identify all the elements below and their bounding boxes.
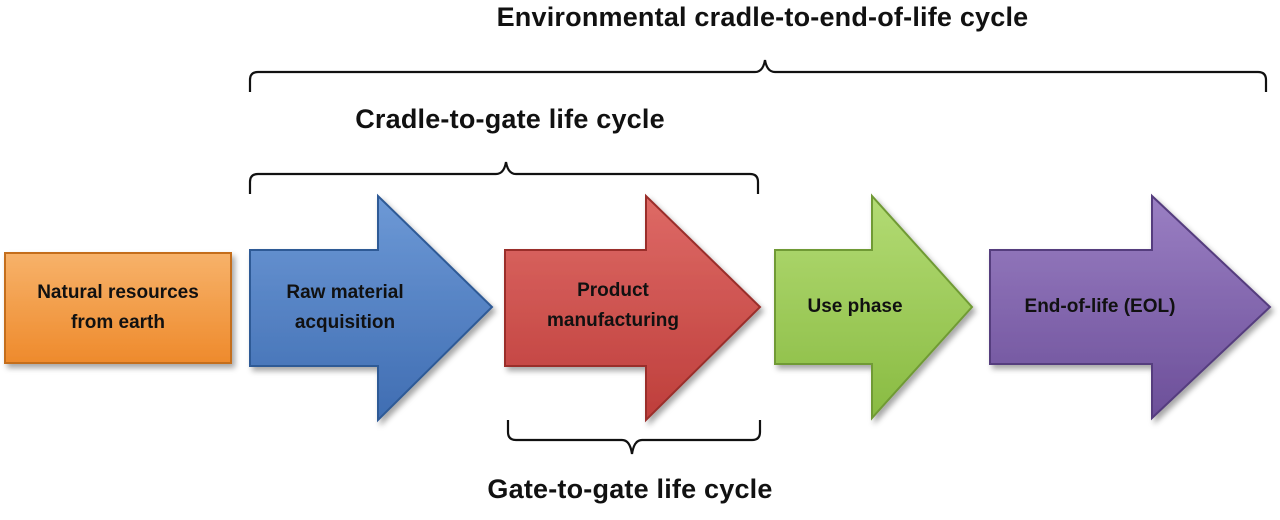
product-manufacturing-line2: manufacturing (547, 310, 679, 331)
gate-to-gate-label: Gate-to-gate life cycle (487, 474, 773, 504)
environmental-cycle-bracket (248, 59, 1268, 92)
natural-resources-line1: Natural resources (37, 282, 199, 303)
gate-to-gate-bracket (506, 420, 762, 455)
use-phase-arrow (774, 193, 974, 421)
use-phase-label: Use phase (775, 257, 935, 357)
raw-material-line1: Raw material (286, 282, 404, 303)
natural-resources-label: Natural resources from earth (5, 253, 231, 363)
raw-material-line2: acquisition (294, 312, 396, 333)
natural-resources-line2: from earth (71, 312, 165, 333)
environmental-cycle-label: Environmental cradle-to-end-of-life cycl… (496, 2, 1029, 32)
natural-resources-box (4, 252, 232, 364)
end-of-life-label: End-of-life (EOL) (990, 257, 1210, 357)
cradle-to-gate-bracket (248, 161, 760, 194)
raw-material-label: Raw material acquisition (250, 258, 440, 358)
raw-material-arrow (249, 193, 494, 423)
use-phase-line1: Use phase (807, 296, 903, 317)
end-of-life-line1: End-of-life (EOL) (1024, 296, 1176, 317)
product-manufacturing-label: Product manufacturing (505, 256, 721, 356)
product-manufacturing-arrow (504, 193, 762, 423)
cradle-to-gate-label: Cradle-to-gate life cycle (355, 104, 665, 134)
end-of-life-arrow (989, 193, 1272, 421)
product-manufacturing-line1: Product (577, 280, 649, 301)
